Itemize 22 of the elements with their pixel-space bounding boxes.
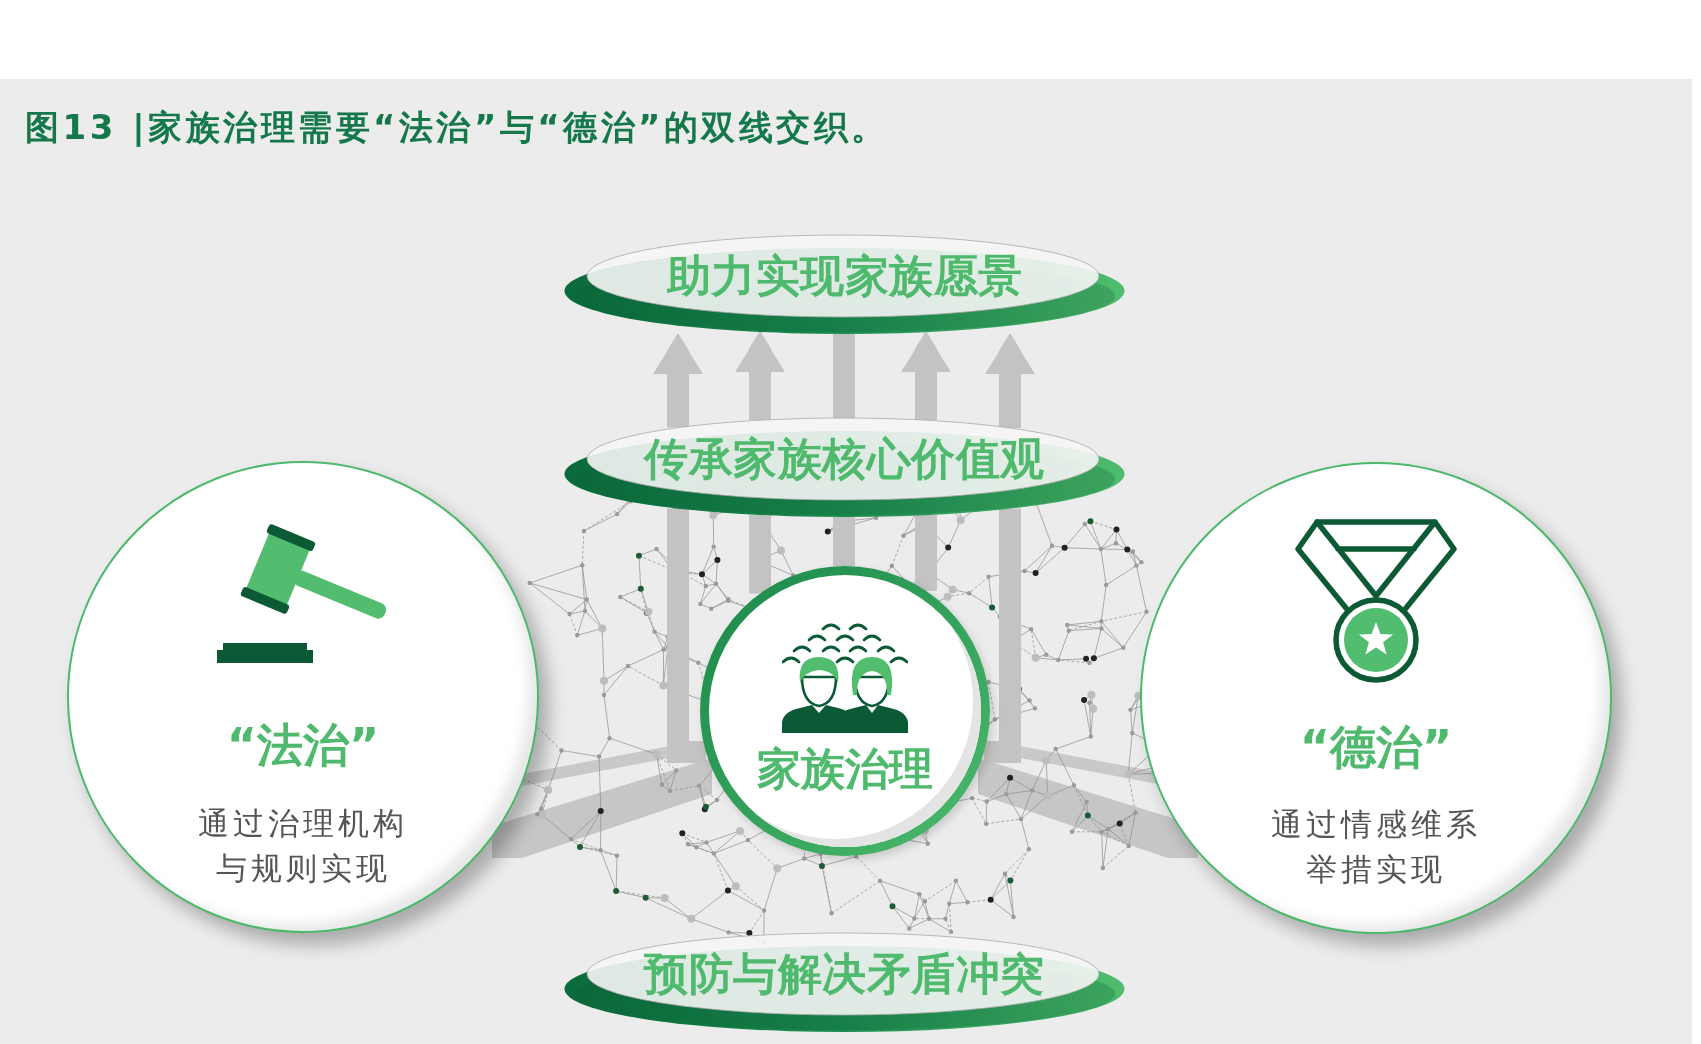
goal-text: 助力实现家族愿景 [666, 249, 1023, 303]
connector-bar [915, 515, 937, 591]
connector-bar [984, 508, 1021, 763]
connector-bar [749, 515, 771, 594]
core-title: 家族治理 [757, 743, 933, 795]
principle-description: 通过治理机构与规则实现 [197, 804, 409, 888]
oval-disc [564, 417, 1125, 517]
goal-text: 传承家族核心价值观 [644, 432, 1045, 486]
principle-description: 通过情感维系举措实现 [1270, 805, 1482, 889]
principle-title: “德治” [1299, 719, 1453, 775]
upward-arrow [985, 334, 1035, 428]
connector-bar [667, 508, 706, 763]
oval-disc [564, 234, 1125, 334]
connector-bar [833, 517, 855, 566]
upward-arrow [653, 334, 703, 428]
oval-disc [564, 932, 1125, 1032]
connector-bar [833, 334, 855, 418]
upward-arrow [901, 332, 951, 421]
upward-arrow [735, 332, 785, 421]
figure-title: 图13 |家族治理需要“法治”与“德治”的双线交织。 [25, 106, 889, 149]
principle-title: “法治” [226, 717, 380, 773]
goal-text: 预防与解决矛盾冲突 [644, 947, 1045, 1001]
